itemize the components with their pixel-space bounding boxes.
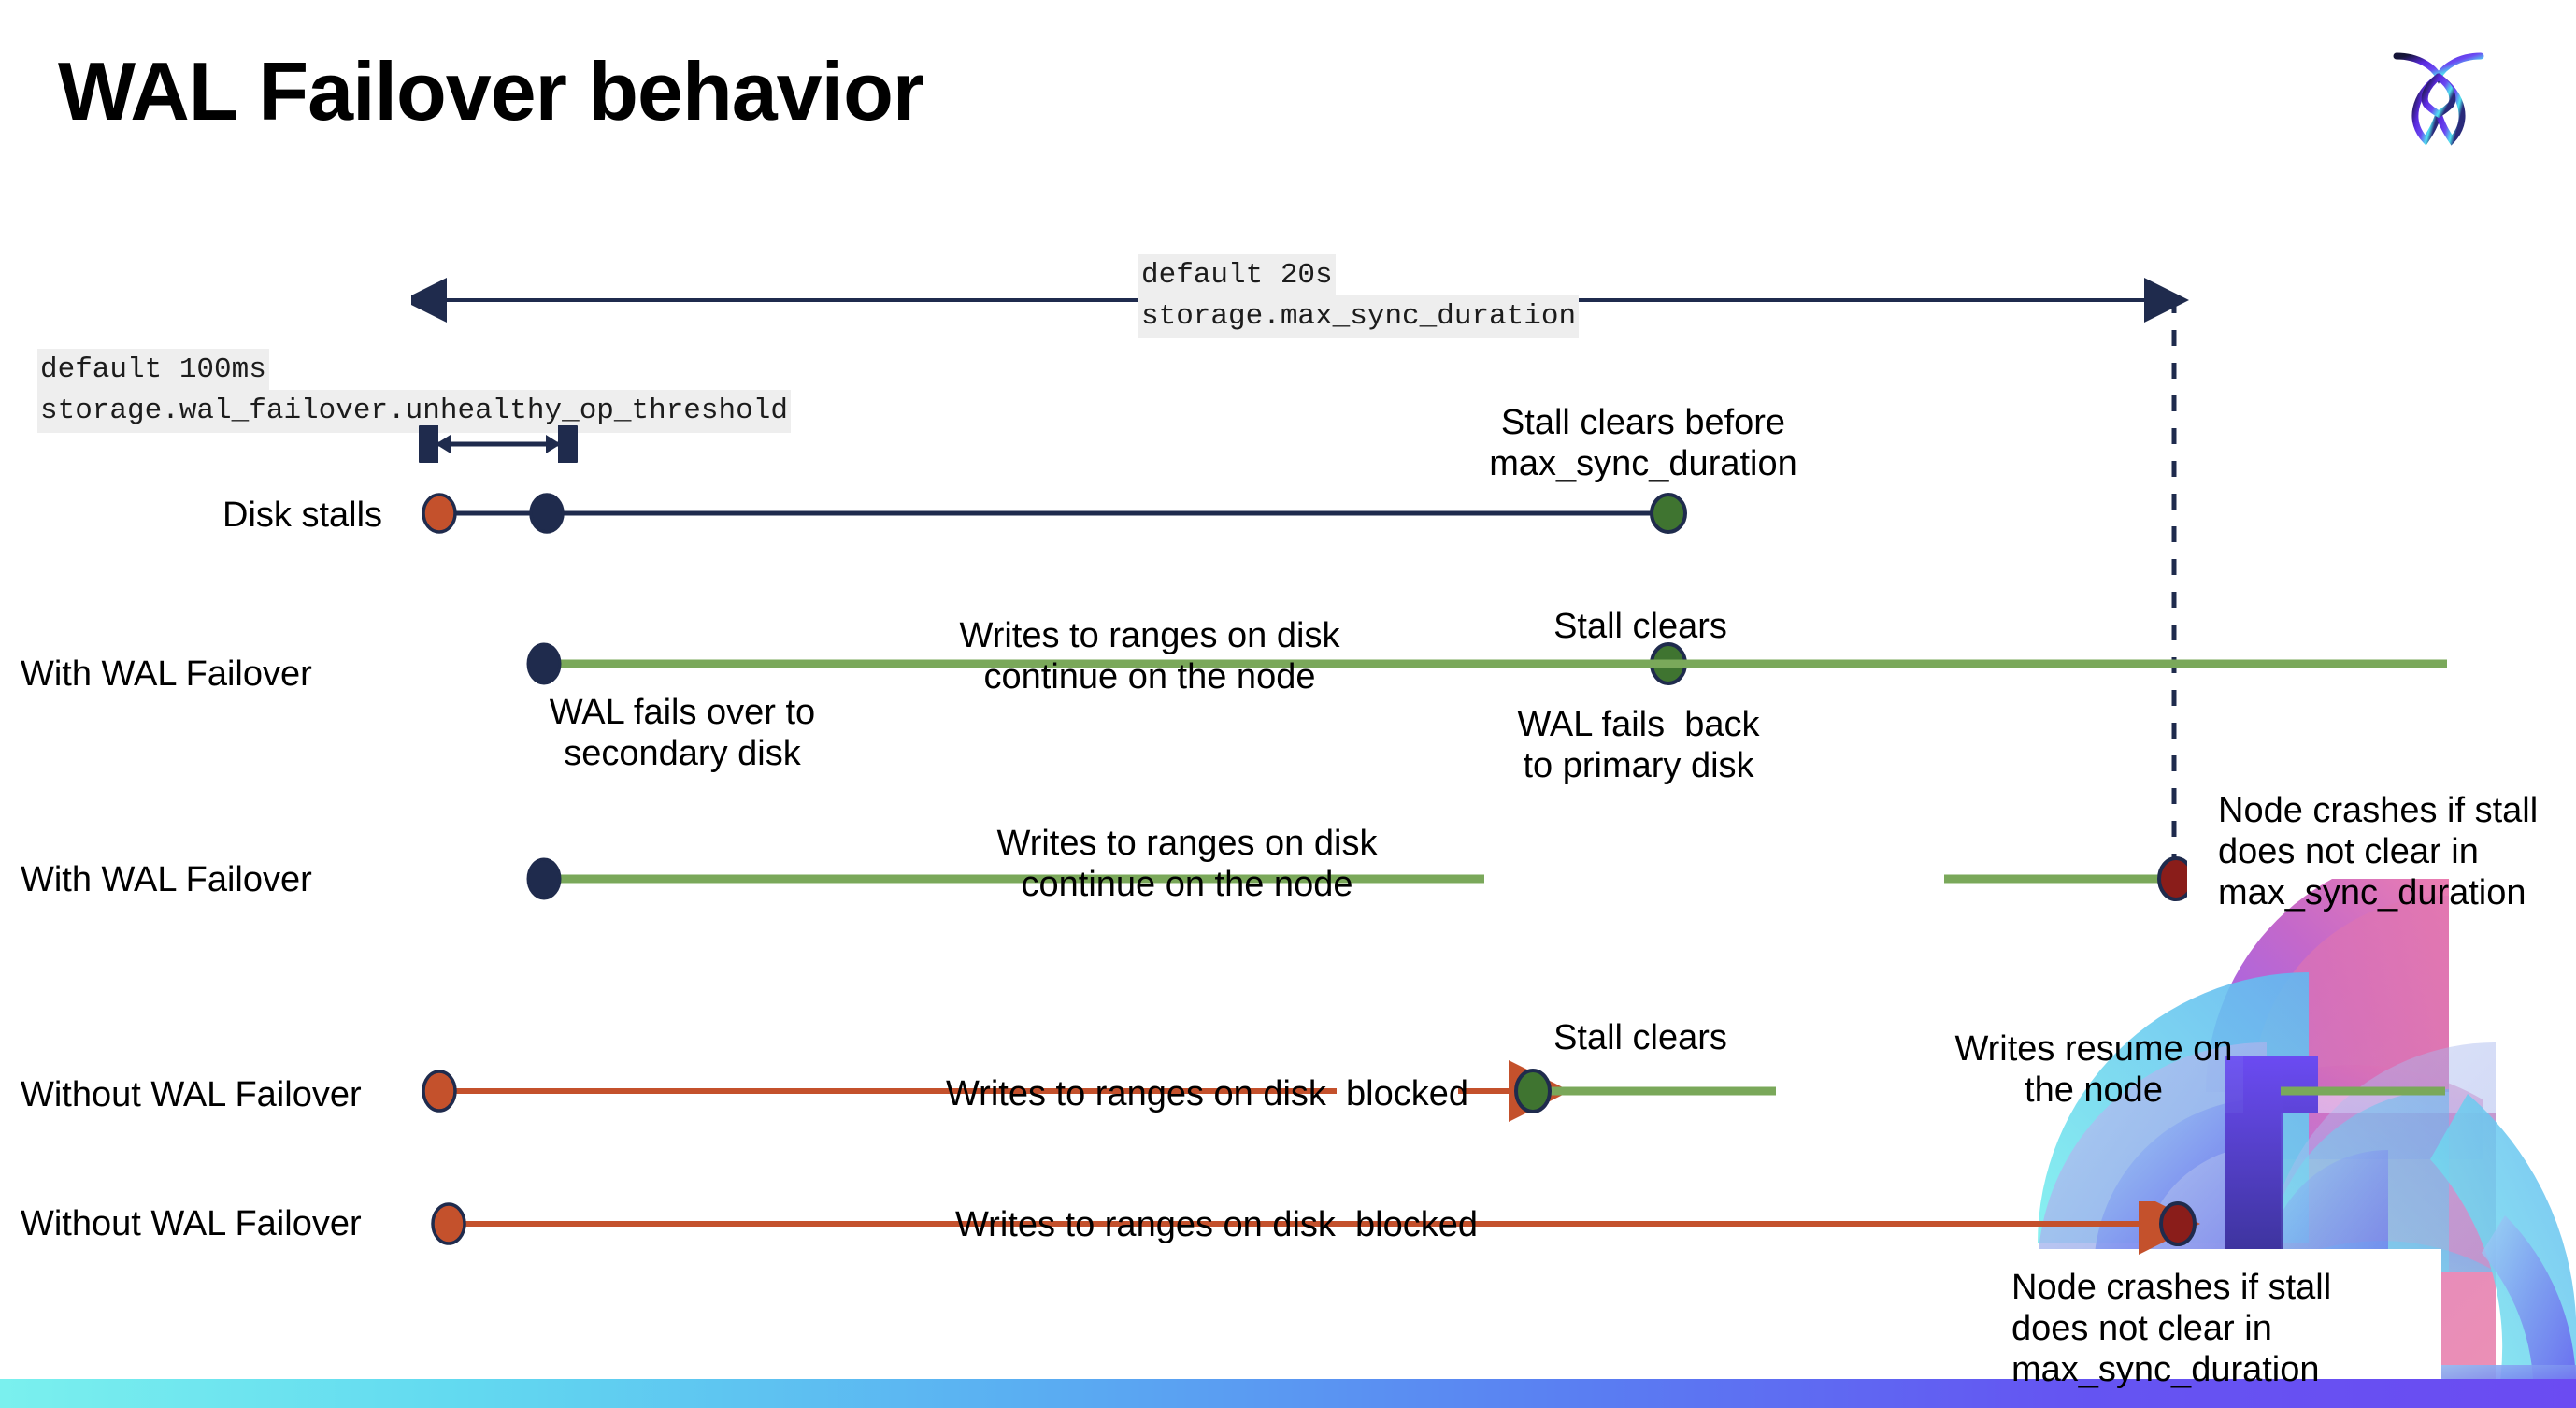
note-stall-clears-before-max-sync: Stall clears before max_sync_duration	[1489, 403, 1797, 484]
max-sync-default-label: default 20s	[1138, 254, 1336, 298]
row-label-without-wal-failover-1: Without WAL Failover	[21, 1075, 362, 1114]
note-stall-clears-1: Stall clears	[1553, 607, 1727, 646]
marker-stall-clears-dot	[1650, 493, 1687, 534]
page-title: WAL Failover behavior	[58, 45, 924, 137]
marker-stall-start-dot	[422, 493, 457, 534]
marker-stall-start-dot	[431, 1202, 466, 1245]
timeline-with-wal-failover-2	[526, 856, 2187, 901]
marker-wal-failover-start-dot	[526, 857, 562, 900]
unhealthy-threshold-span-arrow	[419, 425, 578, 463]
bottom-gradient-bar	[0, 1379, 2576, 1408]
marker-node-crash-dot	[2157, 856, 2187, 901]
note-node-crashes-2: Node crashes if stall does not clear in …	[2011, 1268, 2332, 1390]
timeline-without-wal-failover-1-resume-segment	[2281, 1086, 2445, 1096]
note-writes-continue-2: Writes to ranges on disk continue on the…	[996, 824, 1378, 905]
marker-stall-clears-dot	[1514, 1069, 1552, 1113]
timeline-with-wal-failover-1-midsegment	[1416, 659, 2003, 668]
row-label-with-wal-failover-1: With WAL Failover	[21, 654, 312, 694]
timeline-without-wal-failover-2	[431, 1201, 2200, 1255]
note-writes-resume: Writes resume on the node	[1954, 1029, 2233, 1111]
row-label-without-wal-failover-2: Without WAL Failover	[21, 1204, 362, 1243]
row-label-with-wal-failover-2: With WAL Failover	[21, 860, 312, 899]
max-sync-setting-label: storage.max_sync_duration	[1138, 295, 1580, 339]
note-wal-fails-over: WAL fails over to secondary disk	[549, 693, 816, 774]
note-node-crashes-1: Node crashes if stall does not clear in …	[2218, 791, 2539, 913]
cockroach-labs-logo-icon	[2382, 36, 2496, 157]
note-stall-clears-2: Stall clears	[1553, 1018, 1727, 1057]
timeline-disk-stalls	[422, 493, 1687, 534]
note-writes-continue-1: Writes to ranges on disk continue on the…	[959, 616, 1340, 697]
marker-stall-start-dot	[422, 1070, 457, 1113]
row-label-disk-stalls: Disk stalls	[222, 496, 383, 535]
note-wal-fails-back: WAL fails back to primary disk	[1517, 705, 1760, 786]
max-sync-duration-dashed-guide	[2171, 297, 2177, 877]
unhealthy-threshold-setting-label: storage.wal_failover.unhealthy_op_thresh…	[37, 390, 791, 434]
marker-failover-dot	[529, 493, 565, 534]
note-writes-blocked-2: Writes to ranges on disk blocked	[955, 1205, 1479, 1244]
marker-node-crash-dot	[2159, 1201, 2197, 1246]
note-writes-blocked-1: Writes to ranges on disk blocked	[946, 1074, 1469, 1113]
marker-wal-failover-start-dot	[526, 642, 562, 685]
unhealthy-threshold-default-label: default 100ms	[37, 349, 269, 393]
timeline-without-wal-failover-1	[422, 1060, 1776, 1122]
